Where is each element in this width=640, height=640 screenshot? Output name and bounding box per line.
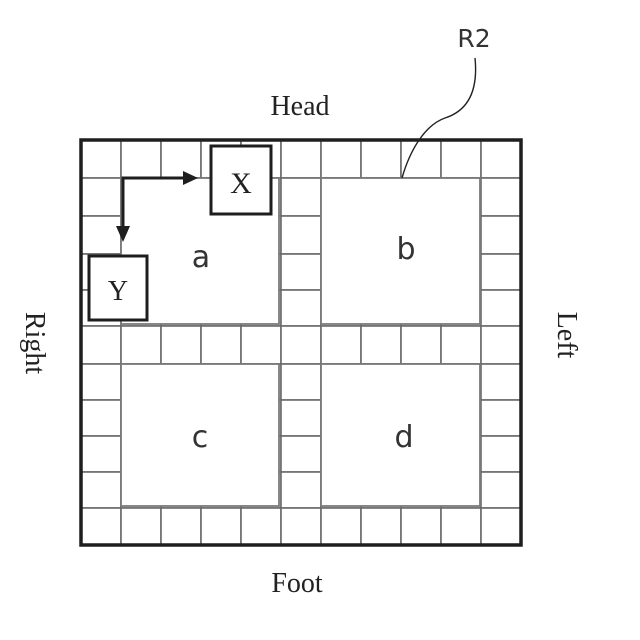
grid-tile — [481, 326, 521, 364]
region-b-label: b — [396, 232, 415, 267]
grid-tile — [81, 400, 121, 436]
grid-tile — [281, 400, 321, 436]
grid-tile — [481, 508, 521, 545]
grid-tile — [281, 216, 321, 254]
grid-tile — [81, 178, 121, 216]
grid-tile — [201, 508, 241, 545]
grid-tile — [81, 364, 121, 400]
grid-tile — [401, 326, 441, 364]
grid-tile — [481, 436, 521, 472]
grid-tile — [241, 326, 281, 364]
left-label: Left — [551, 312, 582, 359]
grid-tile — [361, 508, 401, 545]
grid-tile — [121, 508, 161, 545]
grid-tile — [121, 326, 161, 364]
grid-tile — [81, 508, 121, 545]
x-marker-label: X — [230, 167, 252, 200]
grid-tile — [161, 326, 201, 364]
grid-tile — [361, 140, 401, 178]
grid-tile — [401, 140, 441, 178]
grid-tile — [201, 326, 241, 364]
grid-tile — [321, 326, 361, 364]
grid-tile — [481, 364, 521, 400]
grid-tile — [161, 140, 201, 178]
grid-tile — [81, 326, 121, 364]
grid-tile — [281, 178, 321, 216]
head-label: Head — [270, 91, 329, 122]
grid-tile — [281, 290, 321, 326]
grid-tile — [481, 472, 521, 508]
grid-tile — [161, 508, 201, 545]
grid-tile — [121, 140, 161, 178]
grid-tile — [481, 290, 521, 326]
right-label: Right — [19, 312, 50, 374]
region-c-label: c — [192, 420, 209, 455]
region-a-label: a — [192, 240, 210, 275]
grid-tile — [81, 472, 121, 508]
grid-tile — [281, 508, 321, 545]
grid-tile — [481, 216, 521, 254]
grid-tile — [81, 216, 121, 254]
grid-tile — [281, 364, 321, 400]
grid-tile — [281, 436, 321, 472]
grid-tile — [281, 140, 321, 178]
grid-tile — [441, 508, 481, 545]
reference-label-r2: R2 — [457, 24, 490, 53]
grid-tile — [441, 140, 481, 178]
grid-tile — [81, 436, 121, 472]
grid-tile — [361, 326, 401, 364]
grid-tile — [481, 178, 521, 216]
grid-tile — [281, 326, 321, 364]
grid-tile — [241, 508, 281, 545]
y-marker-label: Y — [108, 276, 128, 307]
region-d-label: d — [394, 420, 413, 455]
grid-tile — [321, 140, 361, 178]
grid-tile — [481, 254, 521, 290]
grid-tile — [481, 400, 521, 436]
grid-tile — [401, 508, 441, 545]
grid-tile — [281, 254, 321, 290]
grid-tile — [81, 140, 121, 178]
grid-tile — [441, 326, 481, 364]
grid-tile — [481, 140, 521, 178]
grid-tile — [321, 508, 361, 545]
grid-tile — [281, 472, 321, 508]
foot-label: Foot — [271, 568, 323, 599]
